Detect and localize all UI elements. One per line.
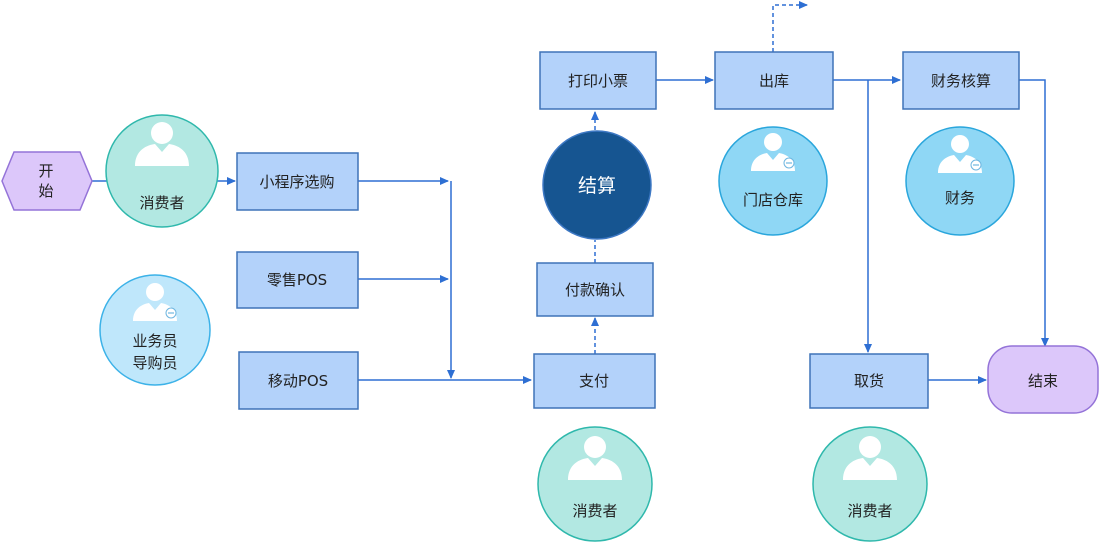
arrow-outbound-up-dashed bbox=[772, 1, 808, 52]
role-consumer-right: 消费者 bbox=[812, 426, 928, 542]
svg-text:移动POS: 移动POS bbox=[268, 372, 328, 390]
box-payment-confirm: 付款确认 bbox=[536, 262, 654, 317]
role-consumer-left: 消费者 bbox=[105, 114, 219, 228]
svg-text:出库: 出库 bbox=[759, 72, 789, 90]
role-label: 消费者 bbox=[847, 502, 892, 520]
settle-label: 结算 bbox=[578, 175, 616, 197]
svg-text:打印小票: 打印小票 bbox=[568, 72, 628, 90]
role-finance: 财务 bbox=[905, 126, 1015, 236]
role-label: 财务 bbox=[945, 189, 975, 207]
role-store-warehouse: 门店仓库 bbox=[718, 126, 828, 236]
start-node: 开 始 bbox=[1, 151, 93, 211]
svg-text:付款确认: 付款确认 bbox=[565, 281, 625, 299]
svg-text:零售POS: 零售POS bbox=[267, 271, 327, 289]
role-label: 消费者 bbox=[572, 502, 617, 520]
end-label: 结束 bbox=[1028, 372, 1058, 390]
box-mobile-pos: 移动POS bbox=[238, 351, 359, 410]
svg-text:小程序选购: 小程序选购 bbox=[259, 173, 334, 191]
svg-text:取货: 取货 bbox=[854, 372, 884, 390]
box-retail-pos: 零售POS bbox=[236, 251, 359, 309]
box-outbound: 出库 bbox=[714, 51, 834, 110]
box-payment: 支付 bbox=[533, 353, 656, 409]
connectors bbox=[92, 1, 1049, 384]
role-label-2: 导购员 bbox=[132, 354, 177, 372]
arrow-finance-to-end bbox=[1019, 79, 1049, 347]
svg-text:财务核算: 财务核算 bbox=[931, 72, 991, 90]
box-finance-check: 财务核算 bbox=[902, 51, 1020, 110]
box-print-receipt: 打印小票 bbox=[539, 51, 657, 110]
end-node: 结束 bbox=[987, 345, 1099, 414]
node-settle: 结算 bbox=[542, 130, 652, 240]
role-label: 消费者 bbox=[139, 194, 184, 212]
start-label-1: 开 bbox=[38, 162, 53, 180]
start-label-2: 始 bbox=[38, 182, 53, 200]
role-consumer-mid: 消费者 bbox=[537, 426, 653, 542]
box-mini-program: 小程序选购 bbox=[236, 152, 359, 211]
box-pickup: 取货 bbox=[809, 353, 929, 409]
role-sales: 业务员 导购员 bbox=[99, 274, 211, 386]
svg-text:支付: 支付 bbox=[579, 372, 609, 390]
role-label: 门店仓库 bbox=[743, 191, 803, 209]
role-label-1: 业务员 bbox=[132, 332, 177, 350]
